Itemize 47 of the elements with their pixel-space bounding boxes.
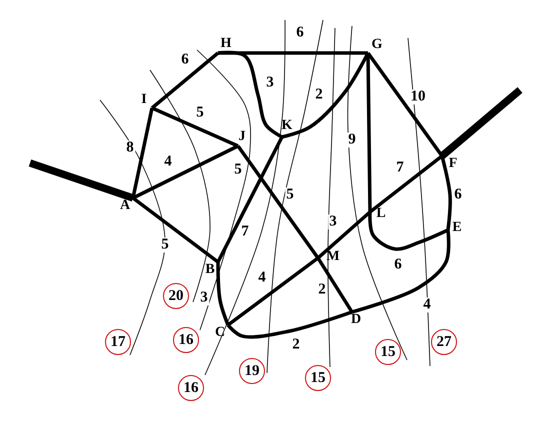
graph-edge (440, 87, 522, 159)
circled-number: 16 (173, 327, 199, 353)
graph-edge (236, 144, 320, 260)
circled-number: 17 (105, 329, 131, 355)
graph-edge (216, 136, 284, 263)
graph-edge (150, 52, 220, 110)
graph-edge (216, 262, 230, 326)
vertex-label: A (117, 198, 133, 214)
weight-label: 5 (234, 162, 242, 178)
vertex-label: L (373, 206, 389, 222)
vertex-label: E (449, 220, 465, 236)
graph-edge (368, 154, 444, 214)
graph-edge (352, 230, 450, 314)
graph-edge (316, 257, 354, 313)
graph-edge (131, 108, 154, 198)
edge-weight: 10 (410, 90, 426, 104)
graph-edge (132, 196, 220, 264)
graph-edge (226, 310, 353, 339)
vertex-label: D (348, 312, 364, 328)
edge-weight: 3 (199, 290, 209, 306)
edge-weight: 4 (422, 298, 432, 312)
edge-weight: 3 (328, 214, 338, 230)
graph-edge (366, 52, 444, 158)
edge-weight: 9 (347, 132, 357, 148)
vertex-label: F (445, 156, 461, 172)
vertex-label: H (218, 36, 234, 52)
graph-edge (218, 51, 368, 55)
graph-edge (226, 256, 320, 326)
vertex-label: G (369, 37, 385, 53)
vertex-label: C (212, 325, 228, 341)
circled-number: 27 (431, 329, 457, 355)
circled-number: 15 (305, 365, 331, 391)
graph-edge (440, 156, 452, 230)
circled-number: 19 (239, 358, 265, 384)
graph-edge (28, 159, 134, 202)
graph-edge (218, 50, 283, 139)
graph-edge (132, 144, 239, 200)
edge-weight: 5 (160, 238, 170, 252)
vertex-label: B (202, 262, 218, 278)
circled-number: 15 (375, 339, 401, 365)
graph-edge (368, 212, 449, 251)
graph-edge (151, 106, 239, 148)
vertex-label: J (234, 129, 250, 145)
circled-number: 20 (163, 283, 189, 309)
circled-number: 16 (178, 375, 204, 401)
vertex-label: I (136, 92, 152, 108)
vertex-label: K (279, 118, 295, 134)
